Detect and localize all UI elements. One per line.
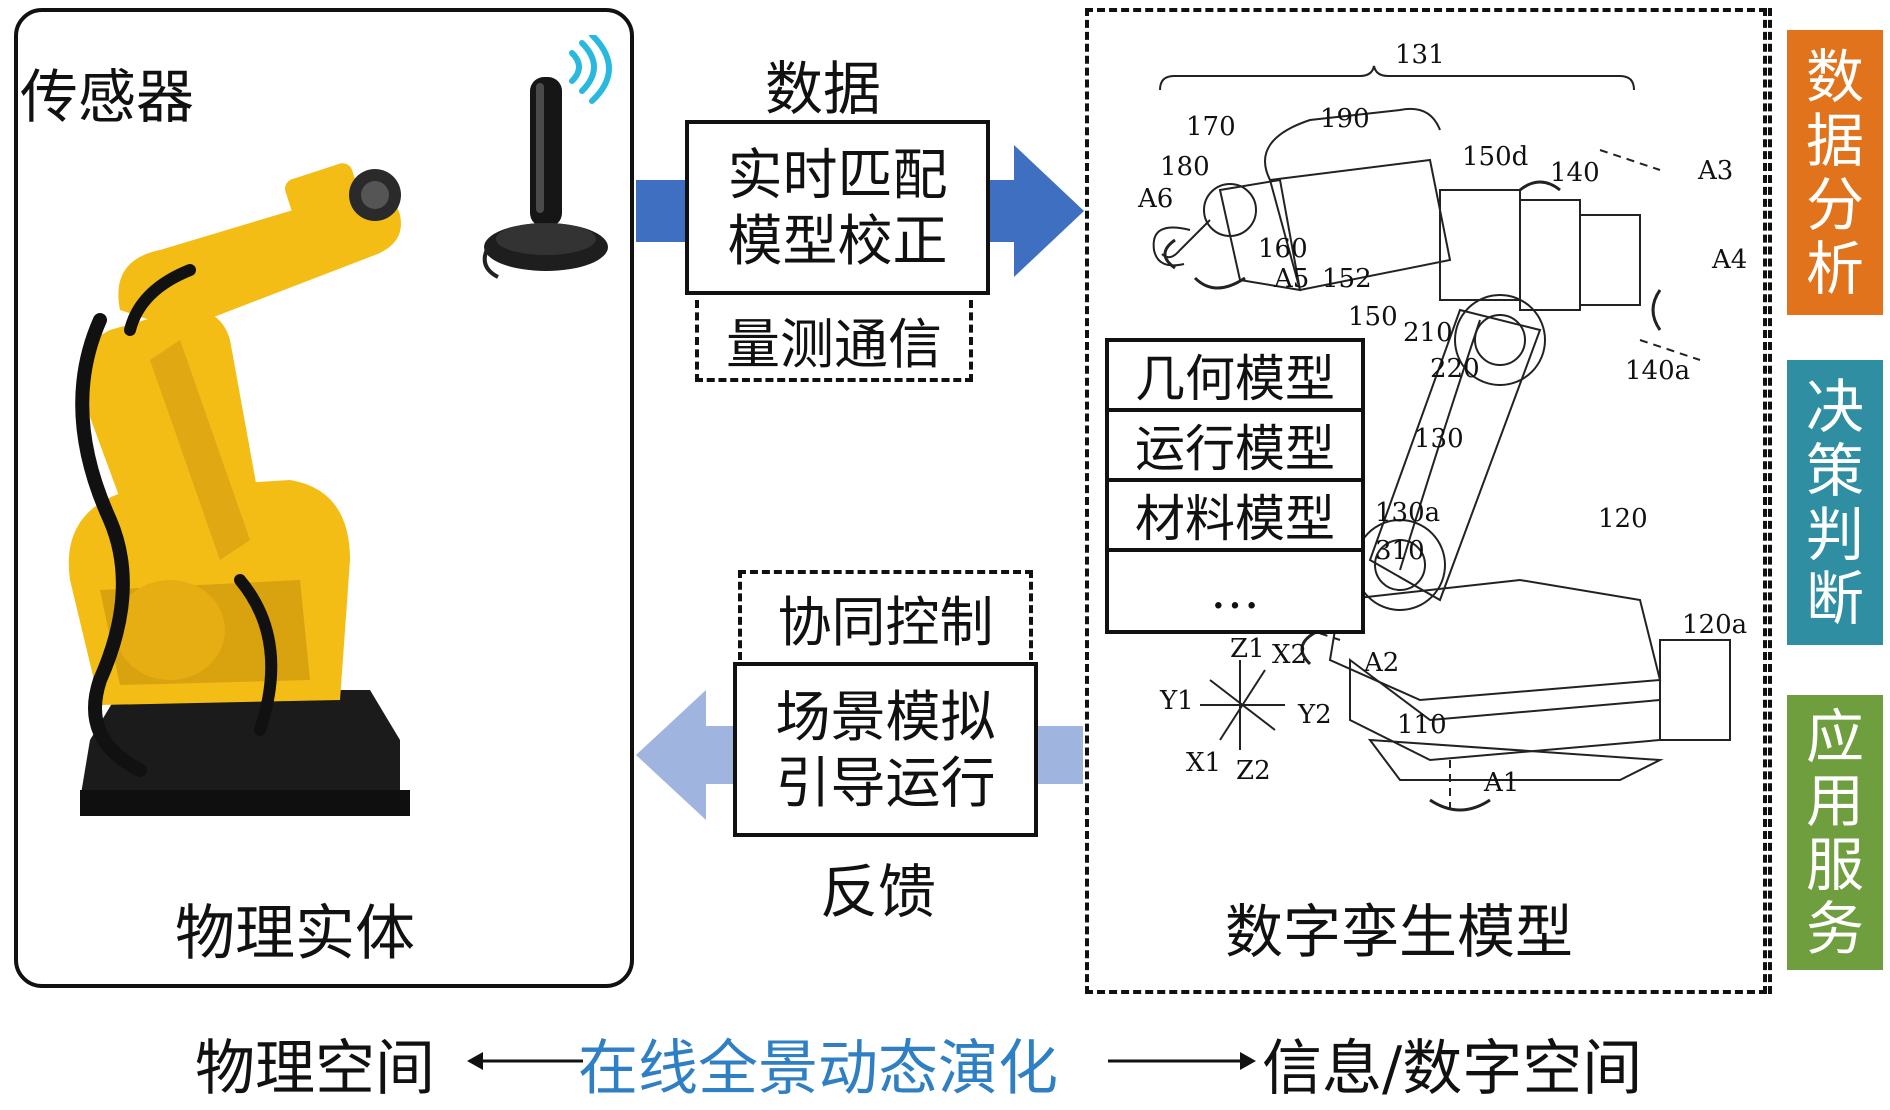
data-arrow — [636, 145, 1084, 277]
sidebar-data-analysis: 数 据 分 析 — [1787, 30, 1883, 315]
sidebar-decision-char-4: 断 — [1805, 564, 1864, 633]
callout-120a: 120a — [1682, 610, 1748, 640]
info-digital-space-label: 信息/数字空间 — [1262, 1034, 1643, 1104]
callout-180: 180 — [1160, 152, 1210, 182]
sidebar-service-char-3: 服 — [1805, 830, 1864, 899]
callout-130: 130 — [1414, 424, 1464, 454]
callout-a1: A1 — [1484, 768, 1520, 798]
antenna-icon — [482, 35, 612, 279]
physical-space-label: 物理空间 — [195, 1034, 435, 1104]
measure-communication-box: 量测通信 — [695, 300, 973, 382]
callout-150: 150 — [1348, 302, 1398, 332]
sidebar-decision-char-1: 决 — [1805, 372, 1864, 441]
model-material: 材料模型 — [1105, 478, 1365, 552]
model-operation: 运行模型 — [1105, 408, 1365, 482]
axis-y2: Y2 — [1298, 700, 1332, 730]
callout-140: 140 — [1550, 158, 1600, 188]
callout-310: 310 — [1375, 536, 1425, 566]
realtime-match-text: 实时匹配 — [727, 142, 948, 207]
model-stack: 几何模型 运行模型 材料模型 … — [1105, 338, 1365, 634]
axis-y1: Y1 — [1160, 686, 1194, 716]
model-calibration-text: 模型校正 — [727, 208, 948, 273]
callout-a6: A6 — [1138, 184, 1174, 214]
callout-a4: A4 — [1712, 245, 1748, 275]
model-geometry: 几何模型 — [1105, 338, 1365, 412]
scene-simulation-text: 场景模拟 — [775, 684, 996, 749]
sidebar-decision: 决 策 判 断 — [1787, 360, 1883, 645]
axis-x2: X2 — [1272, 640, 1308, 670]
callout-131: 131 — [1395, 40, 1445, 70]
sidebar-application-service: 应 用 服 务 — [1787, 695, 1883, 970]
callout-130a: 130a — [1375, 498, 1441, 528]
callout-210: 210 — [1403, 318, 1453, 348]
left-long-arrow — [467, 1052, 583, 1070]
sidebar-service-char-2: 用 — [1805, 766, 1864, 835]
sidebar-analysis-char-3: 分 — [1805, 170, 1864, 239]
callout-140a: 140a — [1625, 356, 1691, 386]
sidebar-divider — [1768, 8, 1772, 994]
digital-twin-panel — [1085, 8, 1767, 994]
sidebar-decision-char-3: 判 — [1805, 500, 1864, 569]
sidebar-service-char-4: 务 — [1805, 894, 1864, 963]
realtime-match-box: 实时匹配 模型校正 — [685, 120, 990, 295]
data-label: 数据 — [765, 55, 882, 123]
model-more: … — [1105, 548, 1365, 634]
callout-190: 190 — [1320, 104, 1370, 134]
callout-150d: 150d — [1462, 142, 1529, 172]
callout-160: 160 — [1258, 234, 1308, 264]
sidebar-analysis-char-1: 数 — [1805, 42, 1864, 111]
sidebar-decision-char-2: 策 — [1805, 436, 1864, 505]
callout-220: 220 — [1430, 354, 1480, 384]
right-long-arrow — [1108, 1052, 1256, 1070]
collaborative-control-box: 协同控制 — [738, 570, 1033, 660]
axis-z1: Z1 — [1230, 634, 1265, 664]
callout-170: 170 — [1186, 112, 1236, 142]
guided-operation-text: 引导运行 — [775, 750, 996, 815]
physical-entity-label: 物理实体 — [175, 899, 415, 969]
callout-110: 110 — [1397, 710, 1447, 740]
callout-a5: A5 — [1274, 264, 1310, 294]
sensor-label: 传感器 — [20, 63, 195, 131]
callout-a2: A2 — [1364, 648, 1400, 678]
scene-simulation-box: 场景模拟 引导运行 — [733, 662, 1038, 837]
sidebar-analysis-char-2: 据 — [1805, 106, 1864, 175]
axis-x1: X1 — [1186, 748, 1222, 778]
digital-twin-label: 数字孪生模型 — [1225, 898, 1574, 966]
sidebar-analysis-char-4: 析 — [1805, 234, 1864, 303]
feedback-label: 反馈 — [820, 858, 937, 926]
sidebar-service-char-1: 应 — [1805, 702, 1864, 771]
industrial-robot-image — [68, 163, 410, 816]
callout-152: 152 — [1322, 264, 1372, 294]
axis-z2: Z2 — [1236, 756, 1271, 786]
online-evolution-label: 在线全景动态演化 — [578, 1034, 1058, 1104]
callout-120: 120 — [1598, 504, 1648, 534]
callout-a3: A3 — [1698, 156, 1734, 186]
